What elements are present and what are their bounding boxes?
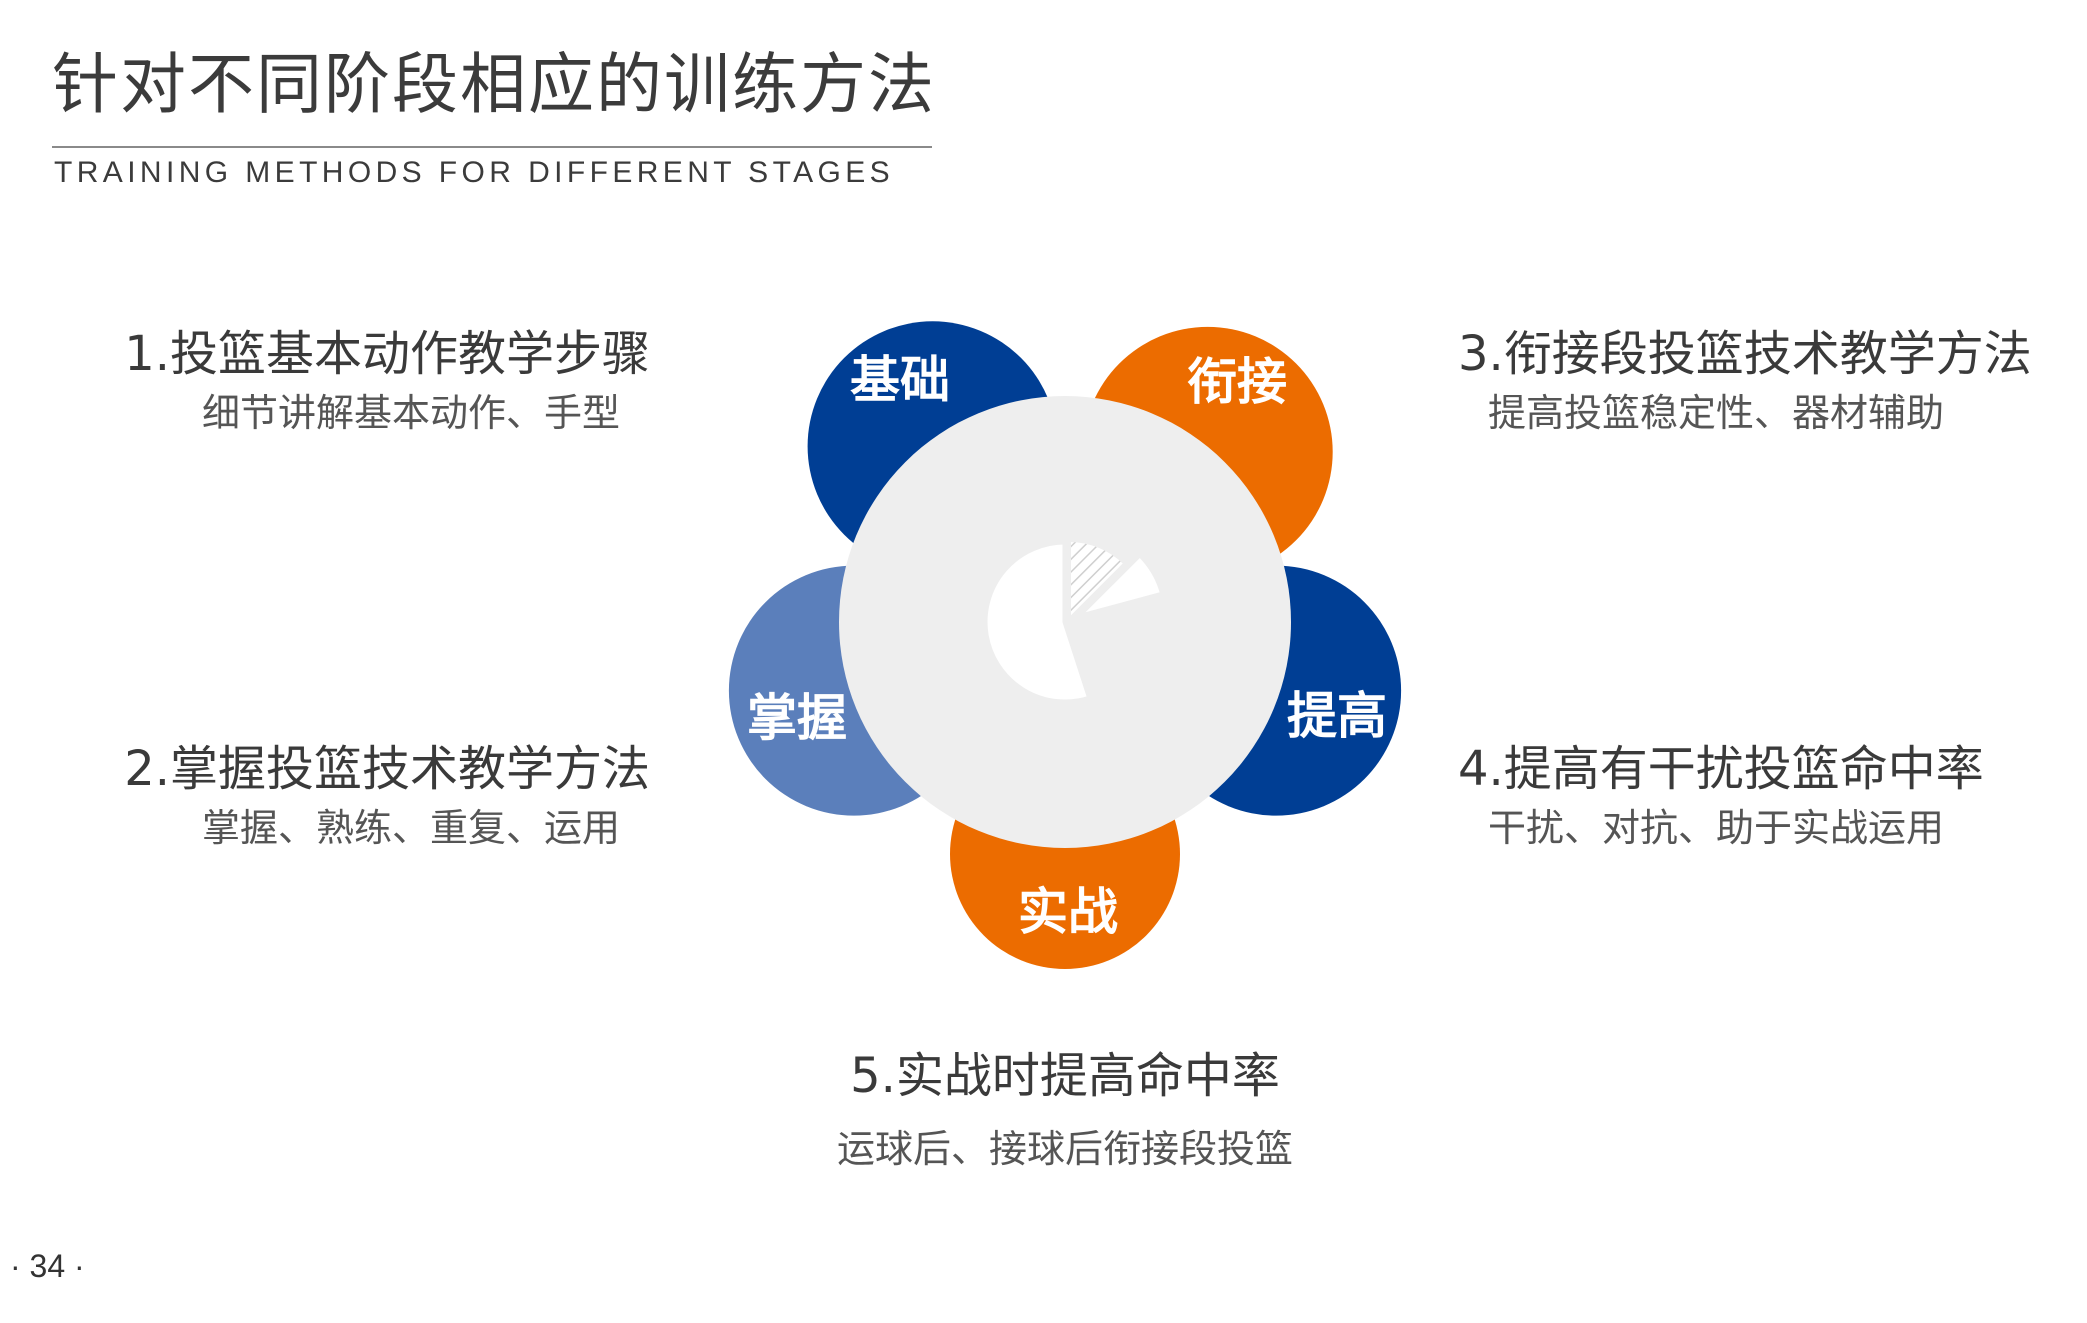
stage-5-description: 运球后、接球后衔接段投篮 bbox=[836, 1127, 1293, 1171]
stage-item-3: 3.衔接段投篮技术教学方法 提高投篮稳定性、器材辅助 bbox=[1458, 330, 2032, 432]
petal-1-label: 基础 bbox=[850, 351, 950, 409]
stage-item-1: 1.投篮基本动作教学步骤 细节讲解基本动作、手型 bbox=[124, 330, 650, 432]
stage-4-description: 干扰、对抗、助于实战运用 bbox=[1488, 806, 1945, 850]
stage-2-description: 掌握、熟练、重复、运用 bbox=[201, 806, 620, 850]
stage-2-heading: 2.掌握投篮技术教学方法 bbox=[124, 741, 650, 797]
petal-5-label: 掌握 bbox=[747, 689, 847, 747]
page-number: · 34 · bbox=[10, 1248, 85, 1284]
petal-4-label: 实战 bbox=[1018, 883, 1118, 941]
stage-item-4: 4.提高有干扰投篮命中率 干扰、对抗、助于实战运用 bbox=[1458, 745, 1984, 847]
page-title: 针对不同阶段相应的训练方法 bbox=[52, 46, 936, 123]
stage-1-heading: 1.投篮基本动作教学步骤 bbox=[124, 326, 650, 382]
stage-3-heading: 3.衔接段投篮技术教学方法 bbox=[1458, 326, 2032, 382]
petal-3-label: 提高 bbox=[1287, 687, 1387, 745]
stage-item-2: 2.掌握投篮技术教学方法 掌握、熟练、重复、运用 bbox=[124, 745, 650, 847]
pie-chart-icon bbox=[982, 537, 1165, 705]
stage-4-heading: 4.提高有干扰投篮命中率 bbox=[1458, 741, 1984, 797]
page-subtitle: TRAINING METHODS FOR DIFFERENT STAGES bbox=[54, 156, 895, 189]
stage-3-description: 提高投篮稳定性、器材辅助 bbox=[1488, 391, 1945, 435]
petal-2-label: 衔接 bbox=[1187, 353, 1287, 411]
title-divider bbox=[52, 146, 932, 148]
stage-item-5: 5.实战时提高命中率 运球后、接球后衔接段投篮 bbox=[765, 1052, 1365, 1168]
stage-1-description: 细节讲解基本动作、手型 bbox=[201, 391, 620, 435]
stage-5-heading: 5.实战时提高命中率 bbox=[850, 1048, 1280, 1104]
